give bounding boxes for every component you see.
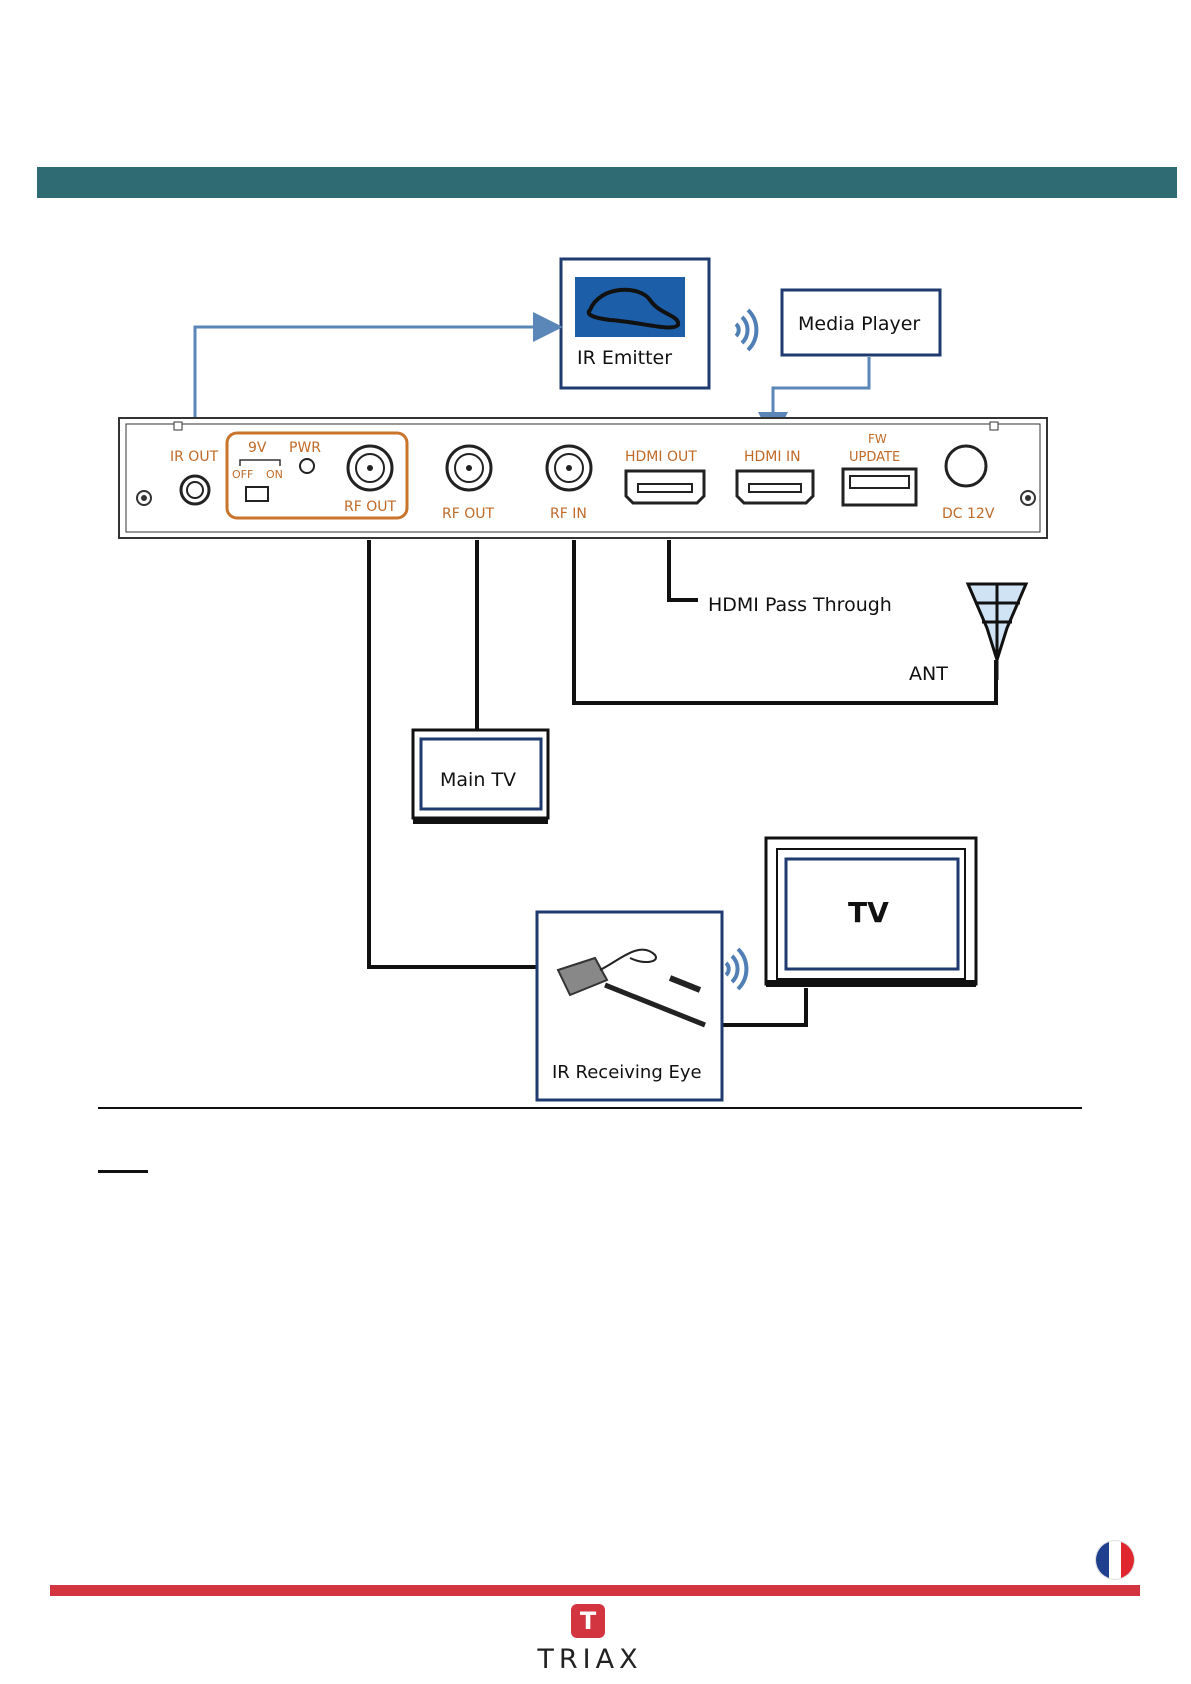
fw-update-label: UPDATE [849, 450, 900, 465]
tv-icon: TV [766, 838, 976, 987]
ir-emitter-label: IR Emitter [577, 347, 672, 369]
device-rear-panel: IR OUT 9V OFF ON PWR RF OUT RF OUT RF IN… [119, 418, 1047, 538]
wireless-signal-icon [736, 310, 756, 350]
switch-on-label: ON [266, 468, 283, 481]
media-player-label: Media Player [798, 313, 920, 335]
main-tv-label: Main TV [440, 769, 516, 791]
hdmi-in-label: HDMI IN [744, 449, 801, 465]
tv-label: TV [848, 896, 889, 929]
antenna-icon [968, 584, 1026, 680]
hdmi-out-label: HDMI OUT [625, 449, 697, 465]
logo-letter: T [571, 1604, 605, 1638]
short-underline [98, 1170, 148, 1173]
ir-out-arrow [195, 327, 557, 417]
connection-diagram: IR Emitter Media Player IR OUT 9V [0, 0, 1191, 1120]
main-tv-icon: Main TV [413, 730, 548, 824]
wireless-signal-icon-tv [726, 949, 746, 989]
ant-label: ANT [909, 663, 948, 685]
rf-out-1-label: RF OUT [344, 499, 396, 515]
footer-bar [50, 1585, 1140, 1596]
switch-9v-label: 9V [248, 440, 267, 456]
switch-off-label: OFF [232, 468, 253, 481]
french-flag-icon[interactable] [1095, 1540, 1135, 1580]
fw-label: FW [868, 432, 887, 446]
dc-label: DC 12V [942, 506, 995, 522]
pwr-label: PWR [289, 440, 321, 456]
ir-out-label: IR OUT [170, 449, 219, 465]
section-divider [98, 1107, 1082, 1109]
hdmi-pass-through-label: HDMI Pass Through [708, 594, 892, 616]
media-player-box: Media Player [782, 290, 940, 355]
rf-out-2-label: RF OUT [442, 506, 494, 522]
ir-receiving-eye-label: IR Receiving Eye [552, 1062, 702, 1083]
ir-receiving-eye-box: IR Receiving Eye [537, 912, 722, 1100]
triax-logo-icon: T [571, 1604, 605, 1638]
brand-name: TRIAX [520, 1644, 660, 1675]
rf-in-label: RF IN [550, 506, 587, 522]
voltage-switch-icon [246, 487, 268, 501]
ir-emitter-box: IR Emitter [561, 259, 709, 388]
